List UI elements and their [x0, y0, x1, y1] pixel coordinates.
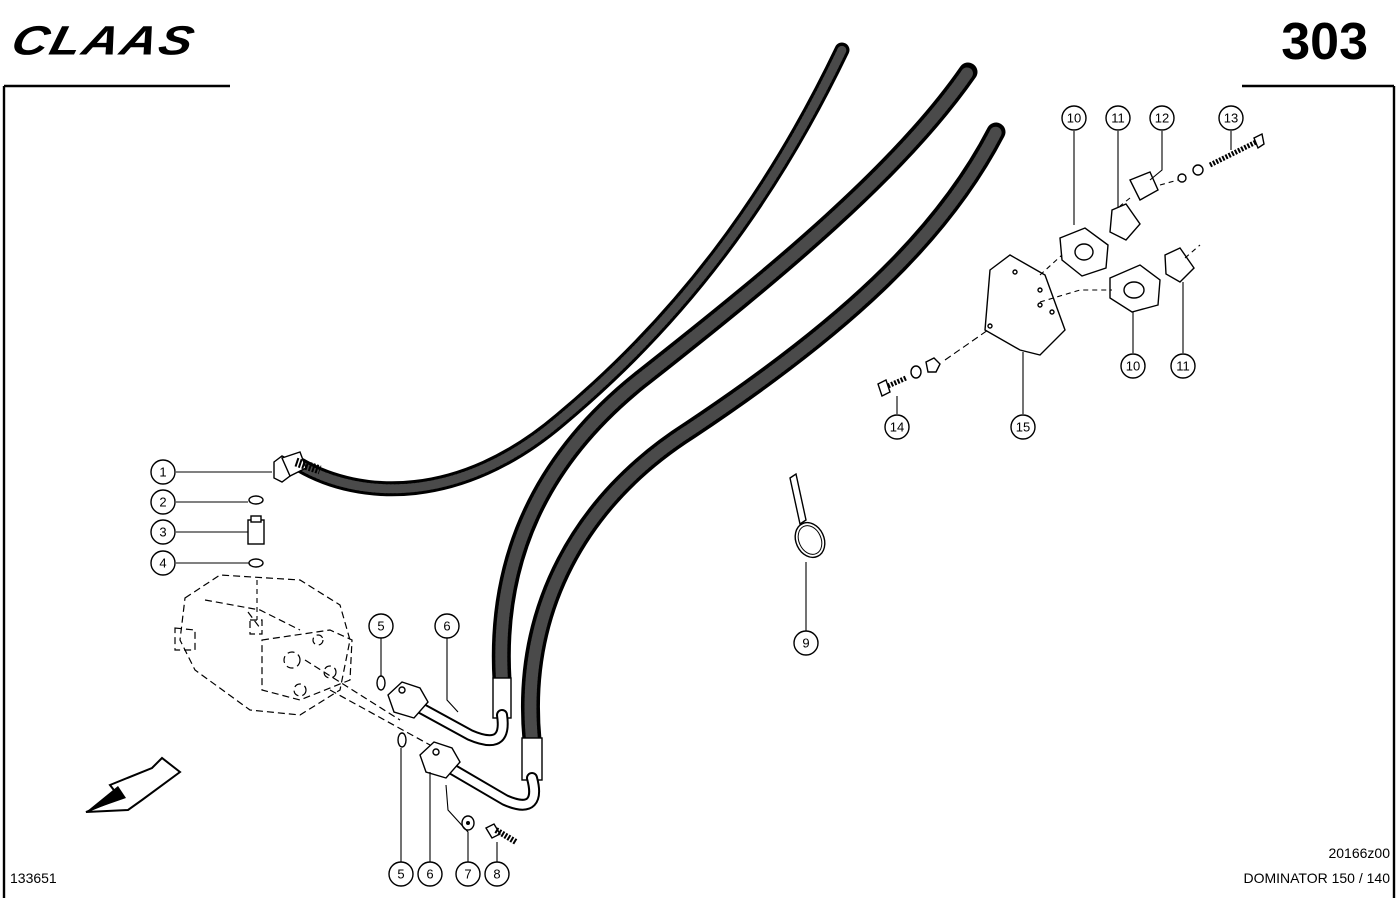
svg-text:6: 6 — [443, 619, 450, 634]
svg-text:8: 8 — [493, 867, 500, 882]
callout-8: 8 — [484, 861, 510, 887]
svg-text:11: 11 — [1111, 111, 1125, 126]
svg-text:5: 5 — [397, 867, 404, 882]
callout-11-upper: 11 — [1105, 105, 1131, 131]
bolt-13 — [1208, 139, 1258, 168]
pipe-6-upper — [400, 694, 509, 747]
svg-text:15: 15 — [1016, 420, 1030, 435]
callout-13: 13 — [1218, 105, 1244, 131]
model-name: DOMINATOR 150 / 140 — [1243, 870, 1390, 886]
callout-5-lower: 5 — [388, 861, 414, 887]
svg-text:9: 9 — [802, 636, 809, 651]
callout-5-upper: 5 — [368, 613, 394, 639]
bracket-15 — [984, 254, 1066, 356]
callout-10-lower: 10 — [1120, 353, 1146, 379]
hydraulic-pump — [174, 574, 431, 746]
svg-text:13: 13 — [1224, 111, 1238, 126]
illustration-id: 133651 — [10, 870, 57, 886]
o-ring-5-lower — [397, 732, 407, 748]
page-number: 303 — [1281, 13, 1368, 71]
hose-upper — [292, 42, 850, 497]
callout-6-upper: 6 — [434, 613, 460, 639]
callout-6-lower: 6 — [417, 861, 443, 887]
callout-12: 12 — [1149, 105, 1175, 131]
fitting-stack — [247, 451, 322, 620]
callout-7: 7 — [455, 861, 481, 887]
flange-upper — [387, 681, 429, 719]
svg-text:10: 10 — [1067, 111, 1081, 126]
brand-logo: CLAAS — [7, 17, 201, 64]
cable-tie-9 — [789, 472, 826, 559]
seal-ring-4 — [248, 558, 264, 568]
flange-lower-hole — [432, 748, 440, 756]
clamp-half-11-lower — [1164, 247, 1195, 283]
svg-text:6: 6 — [426, 867, 433, 882]
svg-text:1: 1 — [159, 465, 166, 480]
callout-14: 14 — [884, 414, 910, 440]
drawing-code: 20166z00 — [1328, 845, 1390, 861]
bolt-8 — [485, 823, 518, 845]
callout-10-upper: 10 — [1061, 105, 1087, 131]
svg-text:4: 4 — [159, 556, 166, 571]
callout-3: 3 — [150, 519, 176, 545]
hose-lower — [521, 122, 1006, 750]
hose-middle — [491, 62, 978, 690]
clamp-half-11-upper — [1109, 203, 1141, 241]
svg-text:3: 3 — [159, 525, 166, 540]
adapter-3 — [247, 519, 265, 545]
pipe-6-lower — [434, 756, 541, 811]
callout-4: 4 — [150, 550, 176, 576]
svg-text:7: 7 — [464, 867, 471, 882]
flange-upper-hole — [398, 686, 406, 694]
seal-ring-2 — [248, 495, 264, 505]
bracket-assembly — [877, 132, 1265, 397]
flange-lower — [419, 741, 461, 779]
svg-text:12: 12 — [1155, 111, 1169, 126]
svg-text:11: 11 — [1176, 359, 1190, 374]
leader-lines — [176, 131, 1232, 862]
callout-15: 15 — [1010, 414, 1036, 440]
callout-11-lower: 11 — [1170, 353, 1196, 379]
callout-9: 9 — [793, 630, 819, 656]
svg-text:10: 10 — [1126, 359, 1140, 374]
washer-7-hole — [466, 821, 470, 825]
o-ring-5-upper — [376, 675, 386, 691]
direction-arrow-head — [86, 786, 126, 812]
svg-text:5: 5 — [377, 619, 384, 634]
callout-2: 2 — [150, 489, 176, 515]
svg-text:2: 2 — [159, 495, 166, 510]
callout-1: 1 — [150, 459, 176, 485]
svg-text:14: 14 — [890, 420, 904, 435]
